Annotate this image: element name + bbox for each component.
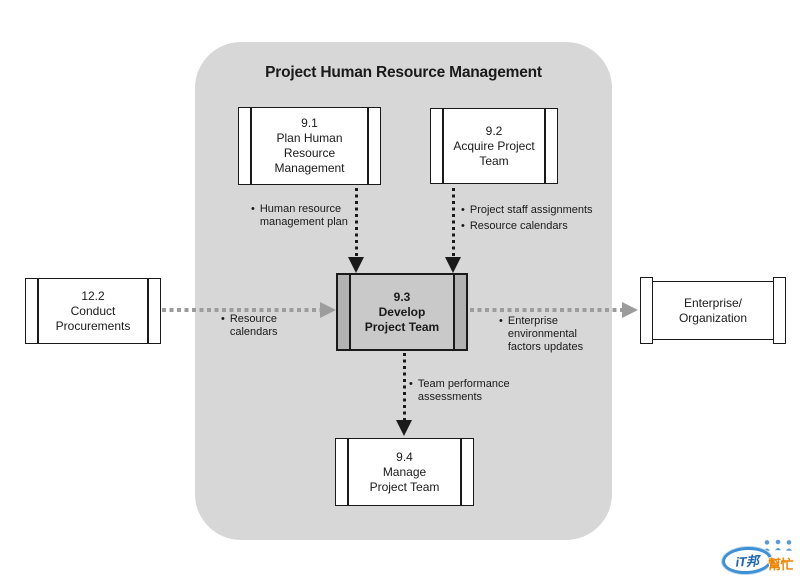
arrowhead-develop-to-external — [622, 302, 638, 318]
flow-label-develop-to-external: • Enterprise environmental factors updat… — [499, 315, 583, 354]
bullet-marker: • — [251, 203, 255, 215]
flow-label-acquire-to-develop: • Project staff assignments • Resource c… — [461, 204, 593, 233]
process-box-12-2: 12.2 Conduct Procurements — [25, 278, 161, 344]
logo-text-right: 幫忙 — [768, 557, 794, 572]
box-side-bar — [544, 109, 557, 183]
process-number: 9.2 — [485, 123, 503, 138]
logo-oval: iT邦 — [721, 545, 773, 576]
arrow-develop-to-external — [470, 308, 622, 312]
bullet-marker: • — [499, 315, 503, 327]
flow-label-text: Team performance assessments — [417, 378, 510, 403]
external-entity-enterprise: Enterprise/ Organization — [640, 277, 786, 344]
process-number: 12.2 — [81, 288, 105, 303]
box-side-bar — [147, 279, 160, 343]
logo-text-left: iT邦 — [735, 553, 759, 570]
box-side-bar — [239, 108, 252, 184]
arrow-develop-to-manage — [403, 353, 406, 420]
flow-label-text: Resource calendars — [469, 220, 568, 232]
arrow-acquire-to-develop — [452, 188, 455, 258]
arrowhead-develop-to-manage — [396, 420, 412, 436]
box-side-bar — [367, 108, 380, 184]
arrow-procurements-to-develop — [162, 308, 320, 312]
entity-side-bar — [773, 277, 786, 344]
bullet-marker: • — [221, 313, 225, 325]
flow-label-procurements-to-develop: • Resource calendars — [221, 313, 278, 339]
arrow-plan-to-develop — [355, 188, 358, 258]
bullet-marker: • — [461, 220, 465, 232]
people-icon — [762, 539, 794, 552]
arrowhead-procurements-to-develop — [320, 302, 336, 318]
arrowhead-plan-to-develop — [348, 257, 364, 273]
itbang-watermark-logo: iT邦 幫忙 — [721, 539, 800, 580]
box-side-bar — [338, 275, 351, 349]
flow-label-text: Resource calendars — [229, 313, 278, 338]
entity-label: Enterprise/ Organization — [678, 295, 748, 325]
diagram-title: Project Human Resource Management — [265, 64, 542, 81]
process-box-9-4: 9.4 Manage Project Team — [335, 438, 474, 506]
process-label: Plan Human Resource Management — [274, 131, 345, 175]
flow-label-text: Human resource management plan — [259, 203, 348, 228]
flow-label-plan-to-develop: • Human resource management plan — [251, 203, 348, 229]
box-side-bar — [431, 109, 444, 183]
process-number: 9.3 — [393, 289, 411, 304]
box-side-bar — [460, 439, 473, 505]
flow-label-text: Project staff assignments — [469, 204, 593, 216]
entity-side-bar — [640, 277, 653, 344]
flow-label-text: Enterprise environmental factors updates — [507, 315, 584, 353]
process-label: Conduct Procurements — [55, 303, 131, 333]
bullet-marker: • — [409, 378, 413, 390]
bullet-marker: • — [461, 204, 465, 216]
box-side-bar — [453, 275, 466, 349]
box-side-bar — [26, 279, 39, 343]
flow-label-develop-to-manage: • Team performance assessments — [409, 378, 510, 404]
process-label: Acquire Project Team — [453, 138, 535, 168]
box-side-bar — [336, 439, 349, 505]
process-number: 9.1 — [301, 116, 318, 130]
process-label: Develop Project Team — [364, 304, 440, 334]
process-number: 9.4 — [396, 449, 413, 464]
process-label: Manage Project Team — [369, 464, 440, 494]
process-box-9-3-highlighted: 9.3 Develop Project Team — [336, 273, 468, 351]
arrowhead-acquire-to-develop — [445, 257, 461, 273]
process-box-9-2: 9.2 Acquire Project Team — [430, 108, 558, 184]
process-box-9-1: 9.1 Plan Human Resource Management — [238, 107, 381, 185]
